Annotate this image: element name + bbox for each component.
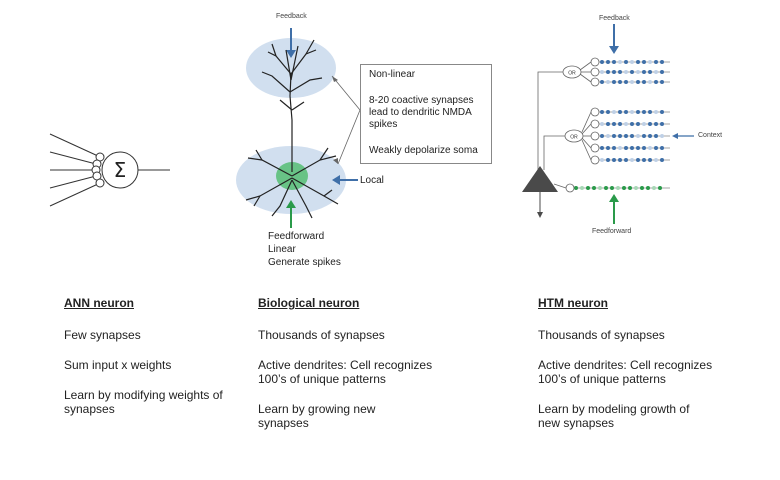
feedforward-arrow-icon (286, 200, 296, 208)
ann-item: Sum input x weights (64, 358, 172, 372)
htm-heading: HTM neuron (538, 296, 608, 310)
callout-line: Non-linear (369, 69, 416, 80)
callout-line: 8-20 coactive synapses (369, 95, 474, 106)
bio-feedforward-line-3: Generate spikes (268, 257, 341, 268)
feedforward-dendrite-group (553, 183, 670, 224)
dendrite-callout-box: Non-linear 8-20 coactive synapses lead t… (360, 64, 492, 164)
bio-local-label: Local (360, 175, 384, 186)
htm-column: HTM neuron Thousands of synapses Active … (538, 296, 738, 446)
htm-cell-body (522, 166, 558, 192)
biological-item: Learn by growing new synapses (258, 402, 376, 430)
feedback-dendrite-group: OR (537, 57, 670, 170)
biological-item: Active dendrites: Cell recognizes 100’s … (258, 358, 433, 386)
context-dendrite-group: OR (543, 107, 694, 170)
ann-input-line (49, 151, 97, 165)
htm-feedback-label: Feedback (599, 15, 630, 22)
callout-line: spikes (369, 119, 398, 130)
biological-neuron-diagram (236, 28, 361, 228)
ann-synapse (95, 178, 105, 188)
htm-item: Learn by modeling growth of new synapses (538, 402, 690, 430)
ann-input-line (49, 133, 99, 157)
bio-feedback-label: Feedback (276, 13, 307, 20)
ann-item: Few synapses (64, 328, 141, 342)
htm-item: Active dendrites: Cell recognizes 100’s … (538, 358, 713, 386)
feedback-halo (246, 38, 336, 98)
context-arrow-icon (672, 133, 678, 139)
biological-heading: Biological neuron (258, 296, 360, 310)
callout-line: Weakly depolarize soma (369, 145, 478, 156)
htm-feedback-arrow-icon (609, 46, 619, 54)
or-gate-label: OR (568, 71, 576, 77)
ann-input-line (49, 175, 97, 189)
ann-neuron-diagram: Σ (49, 133, 170, 207)
apical-dendrite (289, 73, 293, 172)
htm-feedforward-label: Feedforward (592, 228, 632, 235)
or-gate-label: OR (570, 135, 578, 141)
ann-column: ANN neuron Few synapses Sum input x weig… (64, 296, 264, 432)
bio-feedforward-line-1: Feedforward (268, 231, 325, 242)
htm-feedforward-arrow-icon (609, 194, 619, 202)
biological-column: Biological neuron Thousands of synapses … (258, 296, 458, 446)
biological-item: Thousands of synapses (258, 328, 385, 342)
local-arrow-icon (332, 175, 340, 185)
htm-context-label: Context (698, 132, 723, 139)
ann-input-line (49, 183, 99, 207)
ann-item: Learn by modifying weights of synapses (64, 388, 223, 416)
sigma-symbol: Σ (114, 158, 127, 182)
htm-neuron-diagram: OR OR (522, 24, 694, 224)
callout-line: lead to dendritic NMDA (369, 107, 472, 118)
bio-feedforward-line-2: Linear (268, 244, 296, 255)
htm-item: Thousands of synapses (538, 328, 665, 342)
feedback-arrow-icon (286, 50, 296, 58)
ann-heading: ANN neuron (64, 296, 134, 310)
